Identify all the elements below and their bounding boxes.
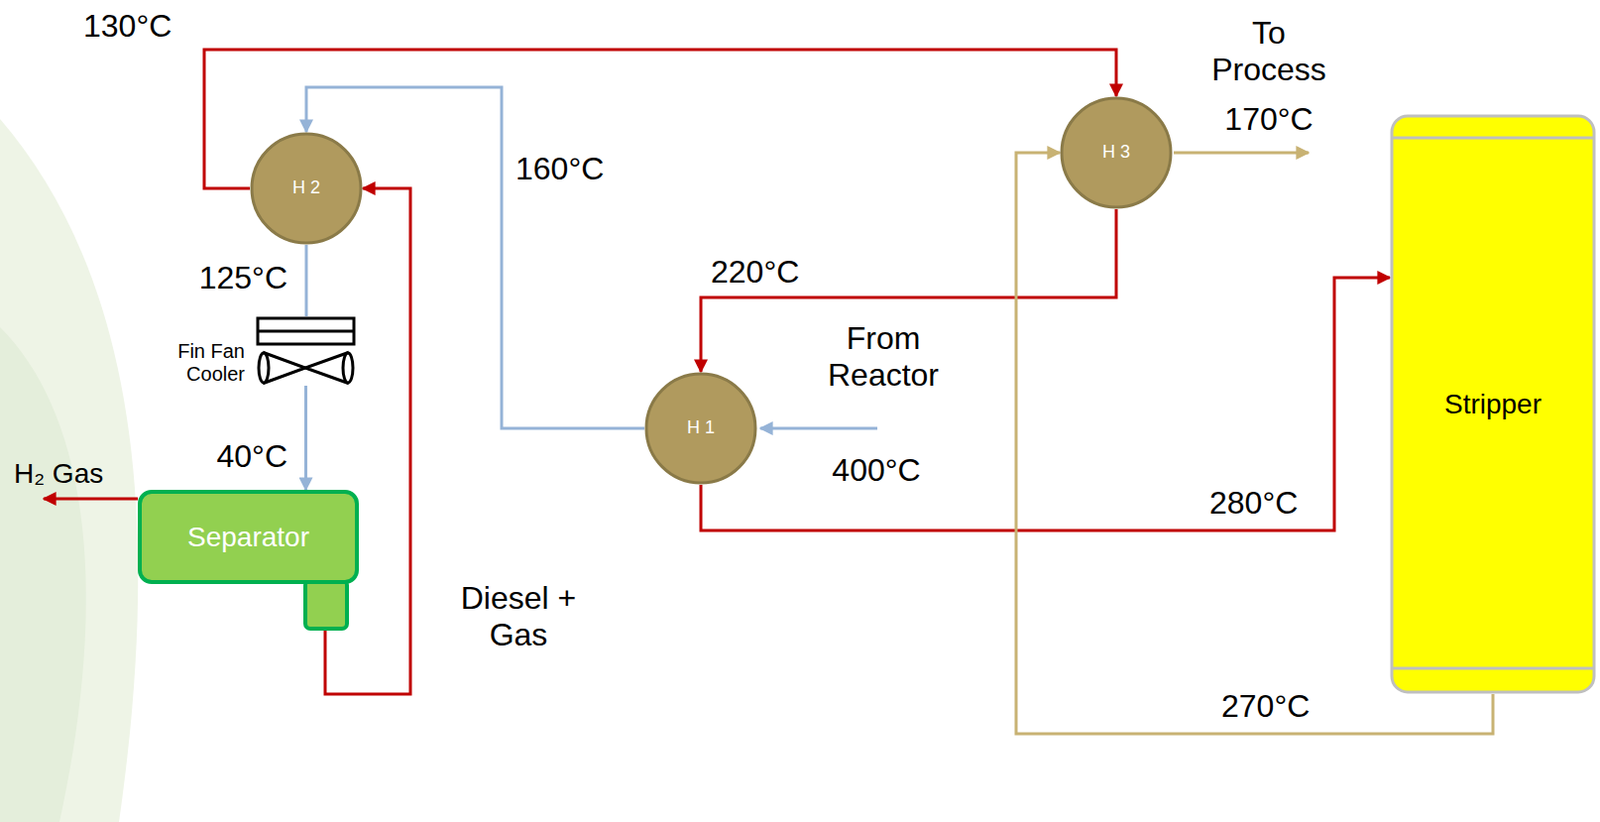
- temperature-label-holder: 130°C: [83, 7, 172, 45]
- temperature-label-holder: 40°C: [217, 438, 289, 475]
- process-line: [305, 244, 309, 317]
- temperature-label: 270°C: [1221, 687, 1310, 725]
- stripper-column: Stripper: [1389, 114, 1597, 694]
- node-label: Stripper: [1444, 387, 1542, 422]
- node-label: H 3: [1102, 141, 1131, 164]
- node-label: Fin Fan Cooler: [150, 340, 245, 386]
- hydrogen-outlet-arrow: [43, 497, 138, 501]
- text-holder: Stripper: [1389, 114, 1597, 694]
- stream-label-holder: From Reactor: [813, 320, 953, 394]
- text-holder: H 1: [644, 371, 758, 485]
- node-label: Separator: [187, 520, 310, 555]
- stream-label: 170°C: [1224, 101, 1313, 138]
- stream-label: To Process: [1207, 14, 1332, 89]
- text-holder: H 2: [249, 131, 363, 245]
- stream-label: From Reactor: [813, 320, 953, 394]
- separator-vessel-outline: [137, 489, 359, 631]
- heat-exchanger: H 1: [644, 371, 758, 485]
- text-holder: Separator: [137, 489, 359, 584]
- text-holder: H 3: [1059, 96, 1173, 210]
- fin-fan-cooler-outline: [254, 316, 357, 386]
- node-label: H 1: [686, 417, 715, 440]
- process-line: [304, 385, 308, 490]
- temperature-label-holder: Diesel + Gas: [444, 579, 593, 654]
- stream-label-holder: 170°C: [1224, 101, 1313, 138]
- heat-exchanger: H 2: [249, 131, 363, 245]
- temperature-label: 40°C: [217, 438, 289, 475]
- temperature-label: 130°C: [83, 7, 172, 45]
- process-outlet-arrow: [1173, 151, 1309, 155]
- temperature-label-holder: 220°C: [710, 253, 800, 291]
- fin-fan-cooler: Fin Fan Cooler: [254, 316, 357, 386]
- temperature-label: 160°C: [515, 150, 604, 188]
- stream-label: 400°C: [831, 452, 920, 489]
- stream-label: H₂ Gas: [13, 457, 104, 490]
- reactor-feed-arrow: [760, 427, 878, 431]
- heat-exchanger: H 3: [1059, 96, 1173, 210]
- stream-label-holder: 400°C: [831, 452, 920, 489]
- background-swoosh: [0, 118, 138, 822]
- temperature-label: Diesel + Gas: [444, 579, 593, 654]
- text-holder: Fin Fan Cooler: [150, 316, 245, 386]
- process-line: [700, 277, 1390, 531]
- temperature-label-holder: 280°C: [1209, 484, 1298, 522]
- temperature-label: 125°C: [199, 259, 288, 297]
- temperature-label-holder: 160°C: [515, 150, 604, 188]
- background-swoosh: [0, 327, 87, 822]
- temperature-label-holder: 270°C: [1221, 687, 1310, 725]
- stream-label-holder: To Process: [1207, 14, 1332, 89]
- stream-label-holder: H₂ Gas: [13, 457, 104, 490]
- node-label: H 2: [292, 177, 321, 200]
- temperature-label: 280°C: [1209, 484, 1298, 522]
- temperature-label-holder: 125°C: [199, 259, 288, 297]
- separator-vessel: Separator: [137, 489, 359, 631]
- temperature-label: 220°C: [710, 253, 800, 291]
- process-line: [306, 87, 645, 429]
